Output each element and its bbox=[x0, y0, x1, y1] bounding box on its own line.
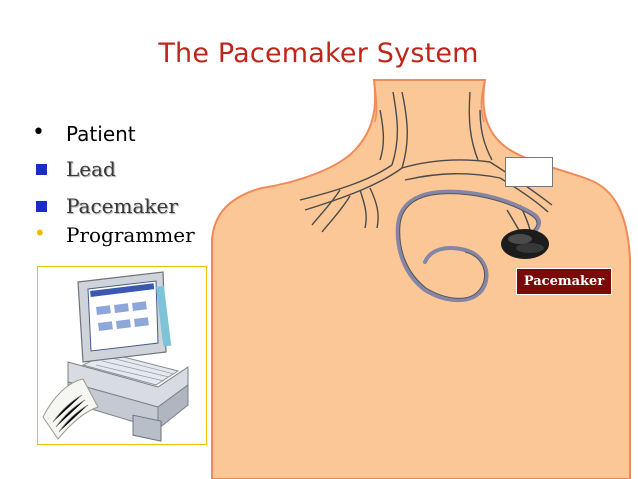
bullet-text: Lead bbox=[66, 157, 116, 181]
slide-title-wrap: The Pacemaker System bbox=[0, 38, 638, 69]
pacemaker-lead bbox=[395, 189, 541, 303]
programmer-image-frame bbox=[37, 266, 207, 445]
programmer-device-image bbox=[42, 271, 189, 442]
bullet-text: Programmer bbox=[66, 223, 195, 247]
slide-title: The Pacemaker System bbox=[158, 38, 479, 69]
bullet-text: Pacemaker bbox=[66, 194, 178, 218]
square-bullet-icon bbox=[36, 201, 47, 212]
pacemaker-label: Pacemaker bbox=[516, 268, 612, 295]
bullet-text: Patient bbox=[66, 122, 136, 146]
pacemaker-device-icon bbox=[501, 229, 549, 259]
yellow-dot-bullet-icon: • bbox=[34, 221, 46, 245]
dot-bullet-icon: • bbox=[32, 120, 45, 145]
blank-label-box bbox=[505, 157, 553, 187]
square-bullet-icon bbox=[36, 164, 47, 175]
